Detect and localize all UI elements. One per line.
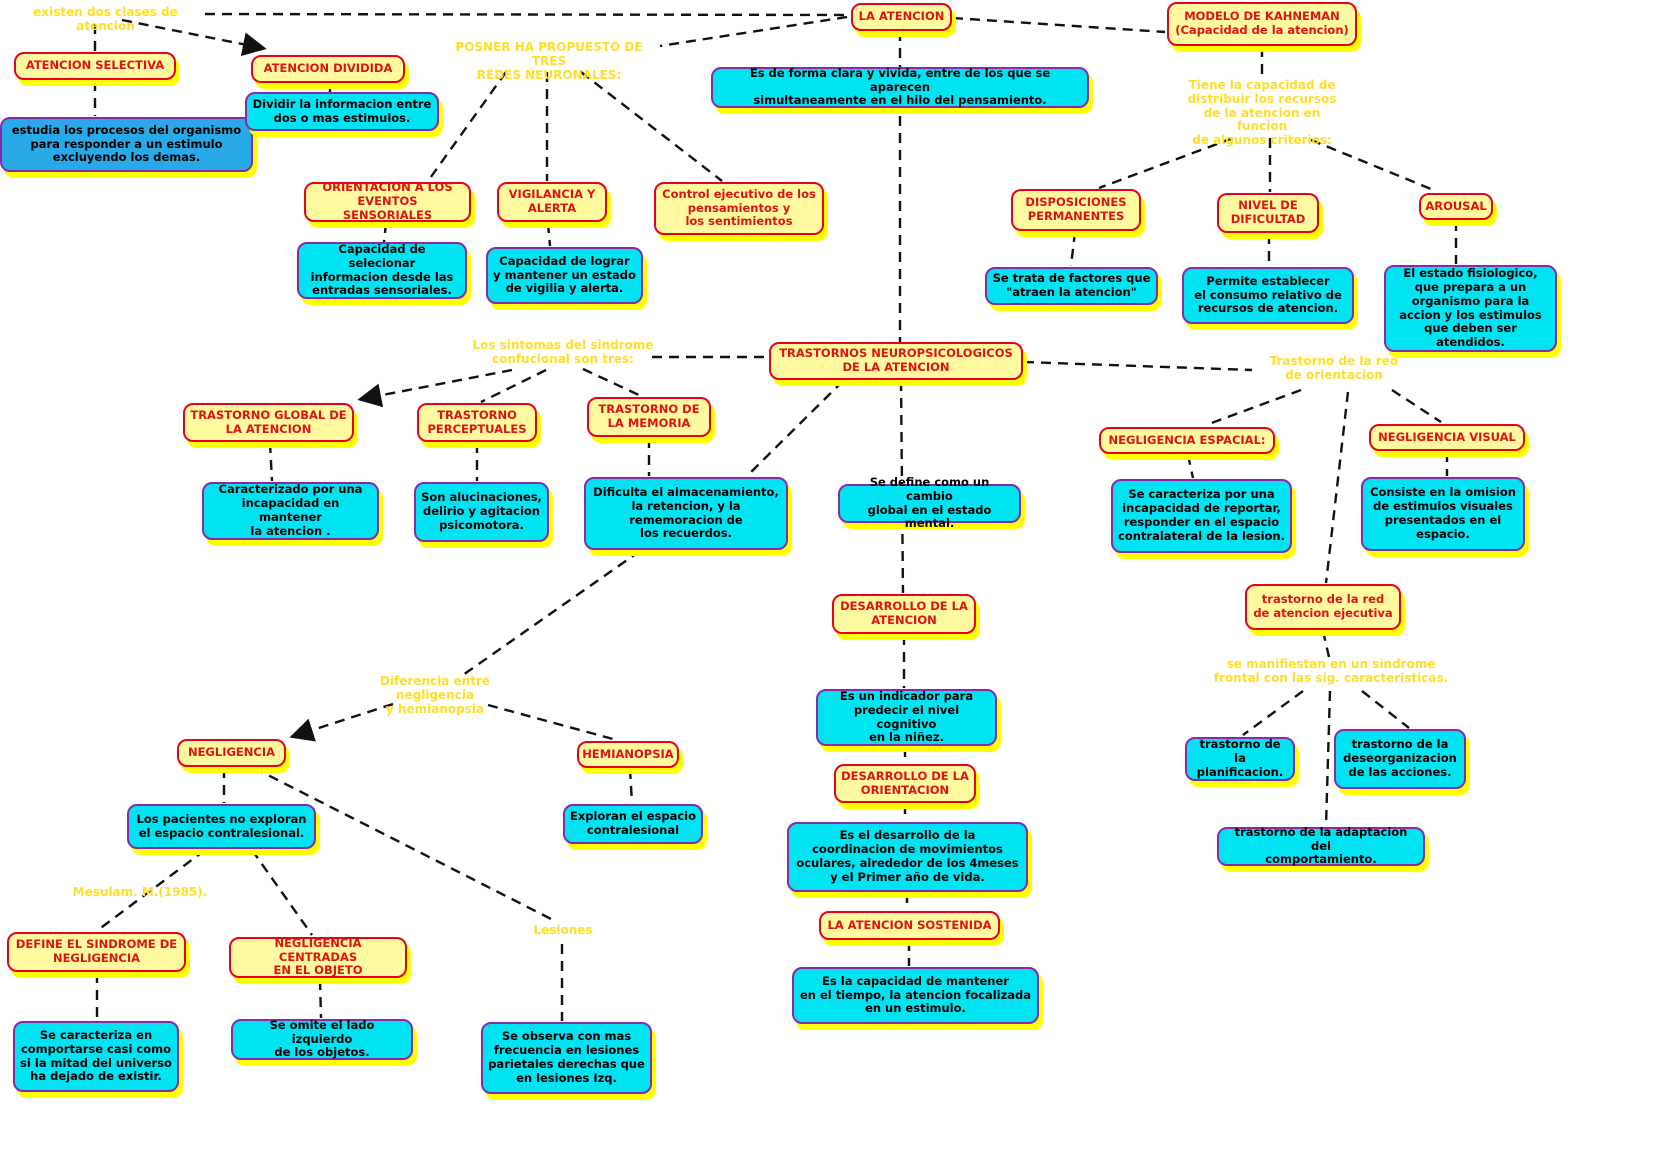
connector-line <box>1098 136 1234 190</box>
def-sostenida[interactable]: Es la capacidad de mantener en el tiempo… <box>792 967 1039 1024</box>
def-desarrollo-atencion[interactable]: Es un indicador para predecir el nivel c… <box>816 689 997 746</box>
connector-line <box>1186 454 1195 479</box>
connector-line <box>746 380 844 477</box>
concept-trastorno-global[interactable]: TRASTORNO GLOBAL DE LA ATENCION <box>183 403 354 442</box>
def-trastornos[interactable]: Se define como un cambio global en el es… <box>838 475 1021 530</box>
def-perceptuales[interactable]: Son alucinaciones, delirio y agitacion p… <box>414 482 549 542</box>
concept-arousal[interactable]: AROUSAL <box>1419 193 1493 220</box>
connector-line <box>1310 138 1437 193</box>
connector-line <box>1023 360 1253 372</box>
def-lesiones[interactable]: Se observa con mas frecuencia en lesione… <box>481 1022 652 1094</box>
connector-line <box>1391 388 1442 424</box>
label-posner[interactable]: POSNER HA PROPUESTO DE TRES REDES NEURON… <box>455 40 643 82</box>
connector-line <box>1361 690 1410 729</box>
concept-trastorno-memoria[interactable]: TRASTORNO DE LA MEMORIA <box>587 397 711 437</box>
def-memoria[interactable]: Dificulta el almacenamiento, la retencio… <box>584 477 788 550</box>
concept-orientacion-eventos[interactable]: ORIENTACION A LOS EVENTOS SENSORIALES <box>304 180 471 222</box>
def-disposiciones[interactable]: Se trata de factores que "atraen la aten… <box>985 267 1158 305</box>
connector-line <box>582 367 642 398</box>
concept-la-atencion[interactable]: LA ATENCION <box>851 3 952 31</box>
def-arousal[interactable]: El estado fisiologico, que prepara a un … <box>1384 265 1557 352</box>
concept-nivel-dificultad[interactable]: NIVEL DE DIFICULTAD <box>1217 193 1319 233</box>
connector-line <box>268 442 274 482</box>
def-neg-espacial[interactable]: Se caracteriza por una incapacidad de re… <box>1111 479 1292 553</box>
concept-hemianopsia[interactable]: HEMIANOPSIA <box>577 741 679 768</box>
connector-line <box>1242 690 1304 736</box>
connector-line <box>462 550 641 676</box>
connector-line <box>1324 391 1350 584</box>
concept-trastorno-red-ejecutiva[interactable]: trastorno de la red de atencion ejecutiv… <box>1245 584 1401 630</box>
connector-line <box>251 849 313 936</box>
label-red-orientacion[interactable]: Trastorno de la red de orientacion <box>1269 354 1399 382</box>
connector-line <box>318 979 323 1019</box>
connector-line <box>1069 231 1077 267</box>
label-tiene-capacidad[interactable]: Tiene la capacidad de distribuir los rec… <box>1187 78 1337 148</box>
connector-line <box>253 766 558 924</box>
concept-negligencia-visual[interactable]: NEGLIGENCIA VISUAL <box>1369 424 1525 451</box>
concept-atencion-selectiva[interactable]: ATENCION SELECTIVA <box>14 52 176 80</box>
connector-arrow-line <box>289 702 394 742</box>
label-manifiestan[interactable]: se manifiestan en un sindrome frontal co… <box>1213 657 1449 685</box>
label-mesulam[interactable]: Mesulam. M.(1985). <box>72 885 208 899</box>
concept-negligencia-centradas[interactable]: NEGLIGENCIA CENTRADAS EN EL OBJETO <box>229 936 407 978</box>
concept-vigilancia-alerta[interactable]: VIGILANCIA Y ALERTA <box>497 182 607 222</box>
label-diferencia[interactable]: Diferencia entre negligencia y hemianops… <box>379 674 490 716</box>
label-lesiones[interactable]: Lesiones <box>533 923 593 937</box>
concept-desarrollo-orientacion[interactable]: DESARROLLO DE LA ORIENTACION <box>834 764 976 803</box>
def-global[interactable]: Caracterizado por una incapacidad en man… <box>202 482 379 540</box>
def-negligencia[interactable]: Los pacientes no exploran el espacio con… <box>127 804 316 849</box>
concept-negligencia[interactable]: NEGLIGENCIA <box>177 739 286 767</box>
connector-line <box>97 849 206 931</box>
concept-define-sindrome[interactable]: DEFINE EL SINDROME DE NEGLIGENCIA <box>7 932 186 972</box>
def-centradas[interactable]: Se omite el lado izquierdo de los objeto… <box>231 1018 413 1060</box>
connector-line <box>659 15 848 48</box>
def-planificacion[interactable]: trastorno de la planificacion. <box>1185 737 1295 781</box>
label-sintomas[interactable]: Los sintomas del sindrome confucional so… <box>472 338 654 366</box>
concept-control-ejecutivo[interactable]: Control ejecutivo de los pensamientos y … <box>654 182 824 235</box>
def-deseorganizacion[interactable]: trastorno de la deseorganizacion de las … <box>1334 729 1466 789</box>
connector-arrow-line <box>357 368 513 408</box>
connector-line <box>1321 630 1331 658</box>
connector-line <box>427 71 507 182</box>
connector-line <box>546 222 552 247</box>
connector-line <box>480 368 547 404</box>
def-desarrollo-orientacion[interactable]: Es el desarrollo de la coordinacion de m… <box>787 822 1028 892</box>
def-atencion[interactable]: Es de forma clara y vivida, entre de los… <box>711 66 1089 108</box>
def-nivel[interactable]: Permite establecer el consumo relativo d… <box>1182 267 1354 324</box>
connector-line <box>952 16 1166 34</box>
concept-negligencia-espacial[interactable]: NEGLIGENCIA ESPACIAL: <box>1099 427 1275 454</box>
def-adaptacion[interactable]: trastorno de la adaptacion del comportam… <box>1217 825 1425 866</box>
def-selectiva[interactable]: estudia los procesos del organismo para … <box>0 117 253 172</box>
connector-arrow-line <box>121 18 267 57</box>
def-vigilancia[interactable]: Capacidad de lograr y mantener un estado… <box>486 247 643 304</box>
concept-disposiciones-permanentes[interactable]: DISPOSICIONES PERMANENTES <box>1011 189 1141 231</box>
concept-trastornos-neuropsicologicos[interactable]: TRASTORNOS NEUROPSICOLOGICOS DE LA ATENC… <box>769 342 1023 380</box>
connector-line <box>204 12 850 17</box>
def-dividida[interactable]: Dividir la informacion entre dos o mas e… <box>245 92 439 131</box>
def-define-sindrome[interactable]: Se caracteriza en comportarse casi como … <box>13 1021 179 1092</box>
def-neg-visual[interactable]: Consiste en la omision de estimulos visu… <box>1361 477 1525 551</box>
concept-atencion-dividida[interactable]: ATENCION DIVIDIDA <box>251 55 405 83</box>
concept-trastorno-perceptuales[interactable]: TRASTORNO PERCEPTUALES <box>417 403 537 442</box>
connector-line <box>1324 690 1332 827</box>
def-orientacion-eventos[interactable]: Capacidad de selecionar informacion desd… <box>297 242 467 299</box>
connector-line <box>1205 388 1302 427</box>
connector-line <box>487 703 614 741</box>
concept-la-atencion-sostenida[interactable]: LA ATENCION SOSTENIDA <box>819 911 1000 940</box>
concept-desarrollo-atencion[interactable]: DESARROLLO DE LA ATENCION <box>832 594 976 634</box>
connector-line <box>628 768 634 804</box>
concept-modelo-kahneman[interactable]: MODELO DE KAHNEMAN (Capacidad de la aten… <box>1167 2 1357 46</box>
def-hemianopsia[interactable]: Exploran el espacio contralesional <box>563 804 703 844</box>
connector-line <box>580 71 723 182</box>
connector-line <box>382 222 388 243</box>
label-existen[interactable]: existen dos clases de atencion <box>33 5 178 33</box>
